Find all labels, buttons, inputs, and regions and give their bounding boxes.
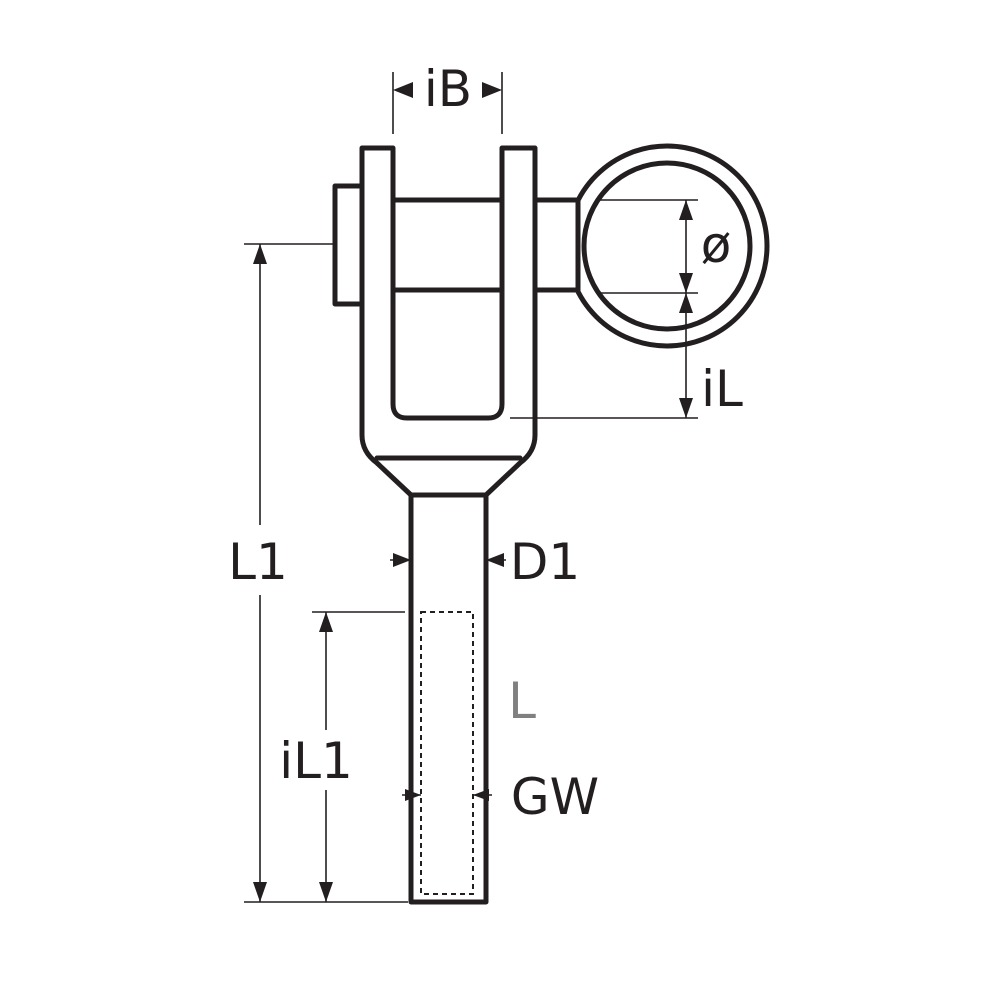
GW-arrow-right [473,789,489,801]
dimension-L1: L1 [228,243,408,903]
fork-body [359,145,538,905]
dimension-iB: iB [392,60,503,134]
GW-label: GW [511,768,599,826]
thread-bore-hidden [420,611,474,895]
L1-arrow-bottom [253,882,267,902]
dimension-GW: GW [402,768,599,826]
pin-dia-label: ø [701,216,732,274]
pin-in-slot [392,197,503,293]
pin-dia-arrow-bottom [679,273,693,293]
iB-arrow-left [393,82,413,98]
D1-label: D1 [510,533,580,591]
iL1-arrow-bottom [319,882,333,902]
dimension-iL1: iL1 [279,611,405,902]
ring-inner-edge [581,160,753,332]
D1-arrow-right [486,553,504,567]
dimension-D1: D1 [390,533,580,591]
L1-label: L1 [228,533,288,591]
iB-label: iB [424,60,472,118]
pin-dia-arrow-top [679,200,693,220]
iL-arrow-top [679,293,693,313]
L-label: L [508,672,536,730]
iL1-label: iL1 [279,732,353,790]
pin-body [387,197,581,293]
GW-arrow-left [405,789,421,801]
iL-label: iL [701,360,743,418]
L1-arrow-top [253,244,267,264]
D1-arrow-left [393,553,411,567]
iL-arrow-bottom [679,398,693,418]
iB-arrow-right [482,82,502,98]
ring-eye [564,143,770,349]
dimension-pin-diameter: ø [600,199,732,294]
iL1-arrow-top [319,612,333,632]
dimension-iL: iL [510,293,743,419]
